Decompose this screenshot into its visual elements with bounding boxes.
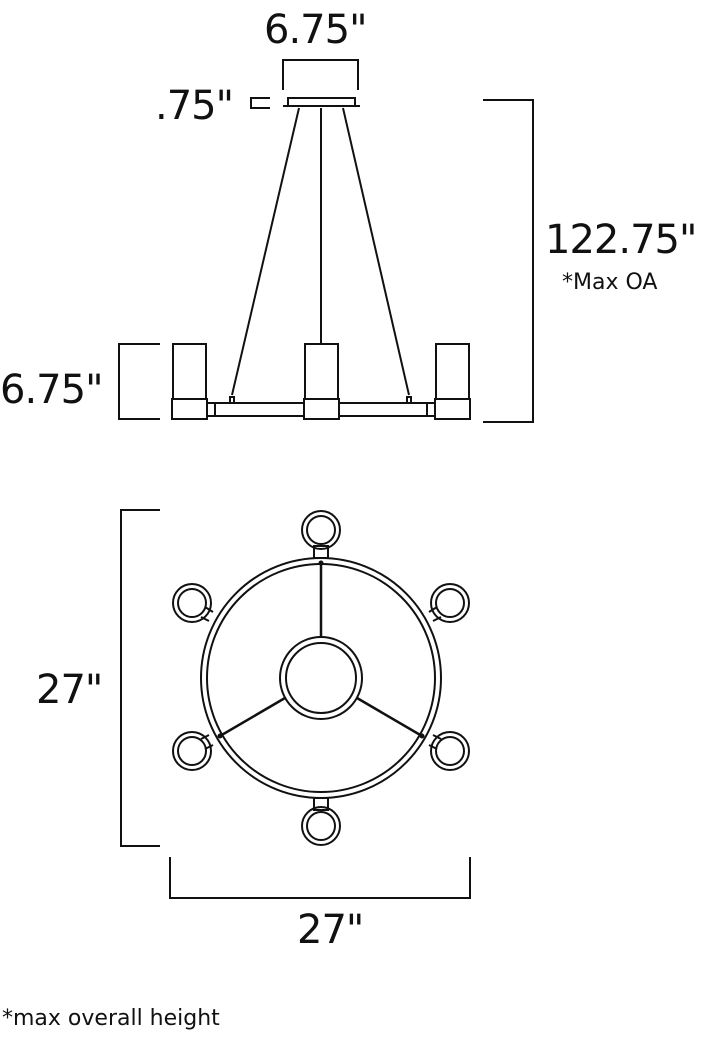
light-bottom bbox=[301, 797, 341, 846]
light-lower-left bbox=[172, 731, 214, 771]
shade-right-base bbox=[434, 398, 471, 420]
ring-bar-right bbox=[338, 402, 436, 417]
top-view-width-label: 27" bbox=[297, 907, 364, 953]
overall-height-note: *Max OA bbox=[562, 270, 658, 295]
canopy bbox=[287, 97, 356, 107]
width-bracket bbox=[169, 857, 471, 899]
depth-bracket bbox=[120, 509, 160, 847]
canopy-height-bracket bbox=[250, 97, 270, 109]
overall-height-label: 122.75" bbox=[545, 217, 697, 263]
light-top bbox=[301, 510, 341, 559]
shade-left-base bbox=[171, 398, 208, 420]
overall-height-bracket bbox=[483, 99, 534, 423]
light-upper-right bbox=[428, 583, 470, 623]
shade-right bbox=[435, 343, 470, 400]
shade-center-base bbox=[303, 398, 340, 420]
shade-left bbox=[172, 343, 207, 400]
spoke-left bbox=[219, 696, 286, 738]
light-upper-left bbox=[172, 583, 214, 623]
ring-bar-left bbox=[206, 402, 305, 417]
canopy-width-bracket bbox=[282, 59, 359, 90]
footnote: *max overall height bbox=[2, 1006, 220, 1031]
cable-left bbox=[231, 107, 300, 396]
canopy-width-label: 6.75" bbox=[264, 7, 367, 53]
spoke-right bbox=[356, 696, 423, 738]
top-view-depth-label: 27" bbox=[36, 667, 103, 713]
shade-center bbox=[304, 343, 339, 400]
cable-right bbox=[342, 107, 410, 396]
light-lower-right bbox=[428, 731, 470, 771]
shade-height-bracket bbox=[118, 343, 160, 420]
shade-height-label: 6.75" bbox=[0, 367, 103, 413]
canopy-height-label: .75" bbox=[155, 83, 234, 129]
center-hub bbox=[279, 636, 363, 720]
